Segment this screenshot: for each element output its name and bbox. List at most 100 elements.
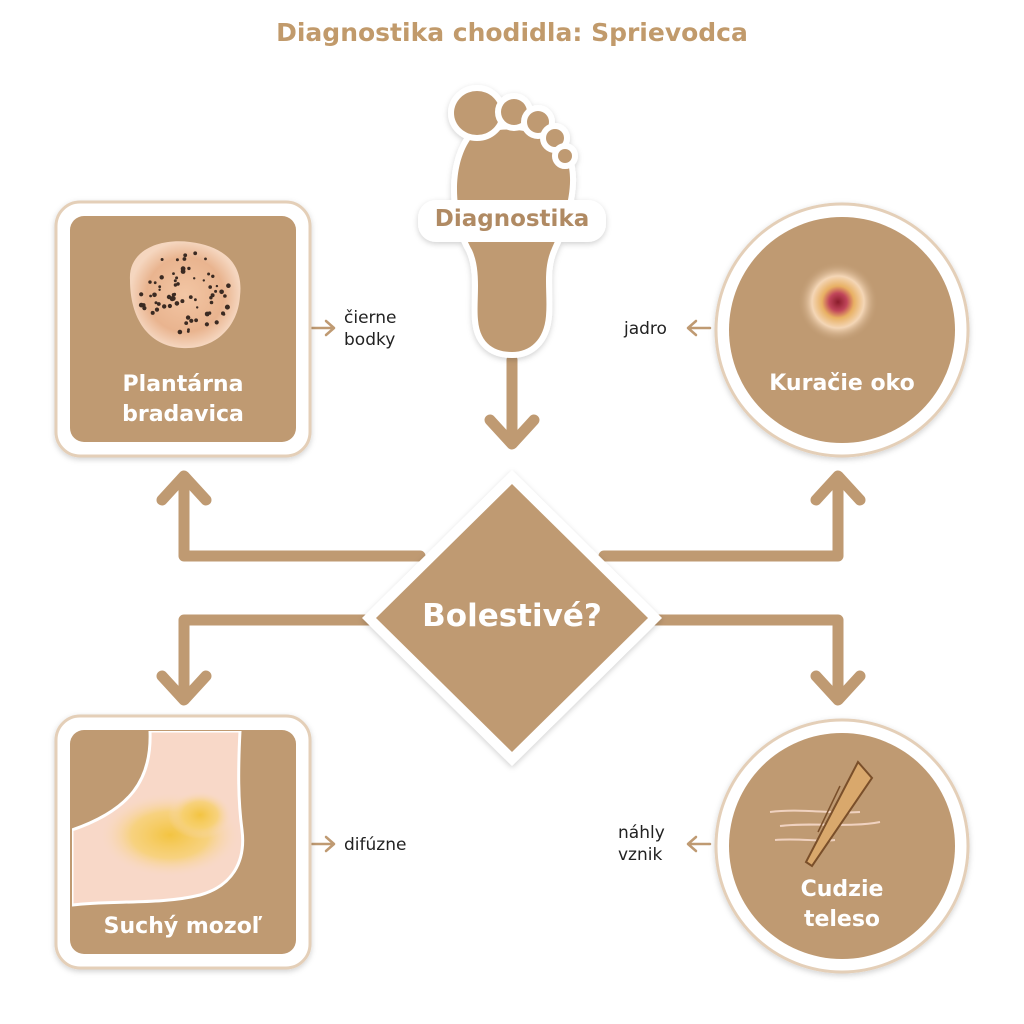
start-label: Diagnostika [434, 206, 590, 232]
node-wart-note-line: čierne [344, 308, 397, 328]
splinter-icon [769, 760, 881, 868]
diagram-title: Diagnostika chodidla: Sprievodca [276, 18, 748, 47]
wart-dot [193, 251, 198, 256]
node-foreign-note: náhly vznik [618, 822, 665, 866]
wart-dot [149, 294, 153, 298]
note-arrow-callus [310, 835, 336, 853]
node-foreign-label: Cudzie teleso [729, 875, 955, 935]
wart-dot [167, 303, 172, 309]
node-corn-note: jadro [624, 318, 667, 340]
wart-dot [196, 306, 199, 309]
wart-dot [158, 285, 162, 289]
wart-dot [194, 298, 197, 302]
decision-label: Bolestivé? [422, 598, 602, 634]
node-foreign-label-line: Cudzie [800, 877, 884, 902]
wart-dot [148, 280, 152, 284]
wart-dot [182, 257, 187, 261]
wart-dot [184, 321, 189, 325]
note-arrows [310, 319, 712, 853]
wart-dot [220, 290, 224, 294]
wart-dot [204, 257, 207, 261]
node-wart-note-line: bodky [344, 330, 396, 350]
wart-dot [173, 283, 178, 287]
wart-dot [175, 276, 179, 280]
node-callus-note: difúzne [344, 834, 406, 856]
wart-dot [209, 300, 214, 305]
wart-illustration [129, 241, 241, 349]
wart-dot [189, 318, 194, 323]
wart-dot [150, 310, 155, 315]
note-arrow-foreign [686, 835, 712, 853]
node-wart-label-line: bradavica [122, 402, 244, 427]
corn-illustration [798, 262, 878, 342]
wart-dot [171, 293, 176, 297]
wart-dot [202, 279, 205, 282]
node-callus-note-line: difúzne [344, 835, 407, 855]
arrow-decision-to-foreign [646, 614, 844, 704]
start-foot [418, 85, 606, 359]
wart-dot [172, 272, 175, 275]
node-callus-label: Suchý mozoľ [70, 912, 296, 942]
wart-dot [183, 253, 188, 258]
arrowhead-wart [156, 470, 212, 506]
node-foreign-note-line: náhly [618, 823, 665, 843]
arrow-decision-to-corn [598, 472, 844, 562]
wart-dot [215, 284, 219, 288]
wart-dot [152, 292, 157, 298]
wart-dot [214, 320, 219, 325]
node-foreign-label-line: teleso [803, 907, 881, 932]
wart-dot [156, 302, 161, 306]
wart-dot [224, 304, 230, 310]
node-foreign-shape [714, 718, 970, 974]
wart-dot [153, 281, 157, 285]
note-arrow-corn [686, 319, 712, 337]
wart-dot [187, 266, 191, 271]
wart-dot [186, 330, 190, 333]
node-corn-label-line: Kuračie oko [769, 371, 915, 396]
wart-dot [180, 266, 186, 272]
wart-dot [194, 318, 199, 323]
node-corn-note-line: jadro [624, 319, 667, 339]
wart-dot [188, 295, 193, 299]
node-wart-label-line: Plantárna [122, 372, 244, 397]
wart-dot [204, 322, 209, 327]
wart-dot [176, 282, 180, 286]
arrowhead-corn [810, 470, 866, 506]
wart-dot [193, 277, 196, 280]
wart-dot [142, 306, 147, 311]
node-callus-label-line: Suchý mozoľ [103, 914, 263, 939]
wart-dot [211, 274, 215, 278]
node-wart-label: Plantárna bradavica [70, 370, 296, 430]
wart-dot [139, 292, 144, 297]
node-foreign-note-line: vznik [618, 845, 663, 865]
wart-dot [208, 285, 212, 289]
arrow-decision-to-wart [178, 472, 426, 562]
wart-dot [223, 294, 227, 298]
wart-dot [160, 258, 164, 261]
wart-dot [185, 315, 191, 320]
wart-dot [138, 302, 144, 308]
node-corn-label: Kuračie oko [729, 369, 955, 399]
connectors [156, 354, 866, 706]
start-label-badge [418, 200, 606, 242]
wart-dot [154, 301, 158, 305]
wart-dot [207, 311, 212, 315]
wart-dot [180, 299, 185, 304]
wart-dot [154, 307, 160, 312]
wart-dot [214, 289, 218, 293]
arrowhead-callus [156, 670, 212, 706]
callus-illustration [72, 731, 245, 907]
decision-shape [362, 470, 662, 766]
wart-dot [170, 295, 176, 301]
wart-dot [210, 293, 215, 298]
wart-dot [166, 294, 172, 300]
wart-dot [162, 304, 167, 309]
arrowhead-foreign [810, 670, 866, 706]
wart-dot [177, 329, 183, 335]
arrow-decision-to-callus [178, 614, 378, 704]
note-arrow-wart [310, 319, 336, 337]
wart-dot [174, 301, 180, 306]
node-wart-note: čierne bodky [344, 307, 396, 351]
wart-dot [175, 258, 179, 262]
